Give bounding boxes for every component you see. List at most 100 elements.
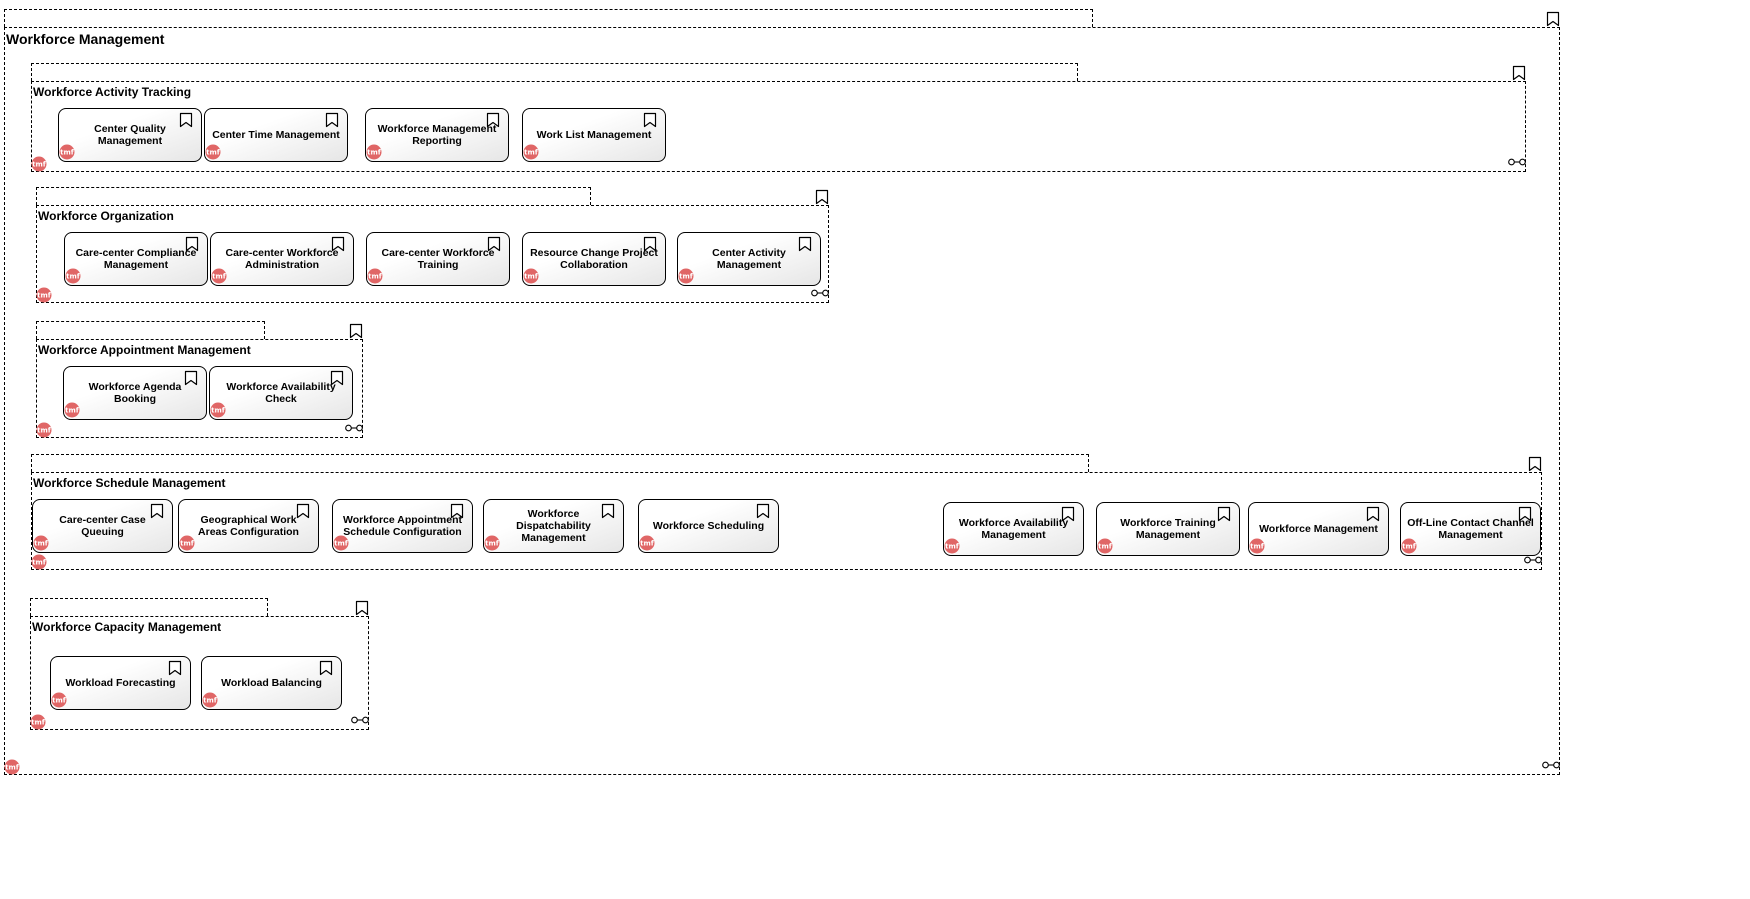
tmf-badge-icon: tmf bbox=[51, 692, 67, 708]
function-box[interactable]: Workforce Appointment Schedule Configura… bbox=[332, 499, 473, 553]
link-icon bbox=[1524, 556, 1542, 564]
tmf-badge-icon: tmf bbox=[944, 538, 960, 554]
function-label: Care-center Workforce Administration bbox=[225, 247, 339, 271]
tmf-badge-icon: tmf bbox=[36, 422, 52, 438]
function-label: Workload Balancing bbox=[221, 677, 322, 689]
tmf-badge-icon: tmf bbox=[639, 535, 655, 551]
bookmark-icon bbox=[184, 370, 198, 386]
function-label: Resource Change Project Collaboration bbox=[530, 247, 658, 271]
group-title: Workforce Activity Tracking bbox=[33, 85, 192, 99]
svg-text:tmf: tmf bbox=[32, 559, 47, 567]
svg-text:tmf: tmf bbox=[679, 273, 694, 281]
svg-text:tmf: tmf bbox=[368, 273, 383, 281]
svg-text:tmf: tmf bbox=[32, 161, 47, 169]
function-label: Workforce Scheduling bbox=[652, 520, 765, 532]
tmf-badge-icon: tmf bbox=[210, 402, 226, 418]
bookmark-icon bbox=[1518, 506, 1532, 522]
svg-text:tmf: tmf bbox=[640, 540, 655, 548]
function-label: Workforce Availability Management bbox=[958, 517, 1069, 541]
bookmark-icon bbox=[330, 370, 344, 386]
function-label: Center Activity Management bbox=[712, 247, 786, 271]
group-tab bbox=[31, 63, 1078, 81]
function-box[interactable]: Care-center Compliance Management tmf bbox=[64, 232, 208, 286]
bookmark-icon bbox=[643, 112, 657, 128]
function-box[interactable]: Workforce Management tmf bbox=[1248, 502, 1389, 556]
svg-text:tmf: tmf bbox=[31, 719, 46, 727]
tmf-badge-icon: tmf bbox=[1401, 538, 1417, 554]
function-label: Care-center Compliance Management bbox=[75, 247, 197, 271]
bookmark-icon bbox=[643, 236, 657, 252]
bookmark-icon bbox=[349, 323, 363, 339]
svg-text:tmf: tmf bbox=[485, 540, 500, 548]
tmf-badge-icon: tmf bbox=[523, 144, 539, 160]
svg-text:tmf: tmf bbox=[34, 540, 49, 548]
function-label: Workforce Agenda Booking bbox=[88, 381, 182, 405]
tmf-badge-icon: tmf bbox=[366, 144, 382, 160]
link-icon bbox=[345, 424, 363, 432]
function-box[interactable]: Care-center Workforce Administration tmf bbox=[210, 232, 354, 286]
svg-text:tmf: tmf bbox=[945, 543, 960, 551]
function-label: Workforce Training Management bbox=[1120, 517, 1216, 541]
bookmark-icon bbox=[487, 236, 501, 252]
svg-text:tmf: tmf bbox=[203, 697, 218, 705]
function-label: Geographical Work Areas Configuration bbox=[198, 514, 299, 538]
bookmark-icon bbox=[319, 660, 333, 676]
bookmark-icon bbox=[450, 503, 464, 519]
group-title: Workforce Organization bbox=[38, 209, 174, 223]
tmf-badge-icon: tmf bbox=[202, 692, 218, 708]
svg-text:tmf: tmf bbox=[212, 273, 227, 281]
function-label: Workforce Management bbox=[1259, 523, 1378, 535]
svg-text:tmf: tmf bbox=[5, 764, 20, 772]
function-label: Workforce Availability Check bbox=[226, 381, 336, 405]
svg-text:tmf: tmf bbox=[37, 292, 52, 300]
tmf-badge-icon: tmf bbox=[65, 268, 81, 284]
group-title: Workforce Management bbox=[6, 31, 165, 47]
group-title: Workforce Appointment Management bbox=[38, 343, 251, 357]
function-box[interactable]: Workforce Availability Management tmf bbox=[943, 502, 1084, 556]
bookmark-icon bbox=[1512, 65, 1526, 81]
group-title: Workforce Schedule Management bbox=[33, 476, 226, 490]
svg-text:tmf: tmf bbox=[180, 540, 195, 548]
bookmark-icon bbox=[798, 236, 812, 252]
function-label: Off-Line Contact Channel Management bbox=[1407, 517, 1534, 541]
bookmark-icon bbox=[815, 189, 829, 205]
function-label: Work List Management bbox=[536, 129, 652, 141]
tmf-badge-icon: tmf bbox=[333, 535, 349, 551]
group-tab bbox=[31, 454, 1089, 472]
bookmark-icon bbox=[185, 236, 199, 252]
function-box[interactable]: Workforce Scheduling tmf bbox=[638, 499, 779, 553]
tmf-badge-icon: tmf bbox=[64, 402, 80, 418]
function-box[interactable]: Center Activity Management tmf bbox=[677, 232, 821, 286]
bookmark-icon bbox=[355, 600, 369, 616]
function-label: Workforce Management Reporting bbox=[377, 123, 497, 147]
svg-text:tmf: tmf bbox=[1250, 543, 1265, 551]
function-box[interactable]: Workforce Agenda Booking tmf bbox=[63, 366, 207, 420]
link-icon bbox=[1508, 158, 1526, 166]
tmf-badge-icon: tmf bbox=[1249, 538, 1265, 554]
function-box[interactable]: Work List Management tmf bbox=[522, 108, 666, 162]
svg-text:tmf: tmf bbox=[66, 273, 81, 281]
group-tab bbox=[4, 9, 1093, 27]
bookmark-icon bbox=[179, 112, 193, 128]
bookmark-icon bbox=[486, 112, 500, 128]
bookmark-icon bbox=[331, 236, 345, 252]
bookmark-icon bbox=[150, 503, 164, 519]
bookmark-icon bbox=[1528, 456, 1542, 472]
bookmark-icon bbox=[1366, 506, 1380, 522]
group-title: Workforce Capacity Management bbox=[32, 620, 222, 634]
group-tab bbox=[30, 598, 268, 616]
bookmark-icon bbox=[1546, 11, 1560, 27]
